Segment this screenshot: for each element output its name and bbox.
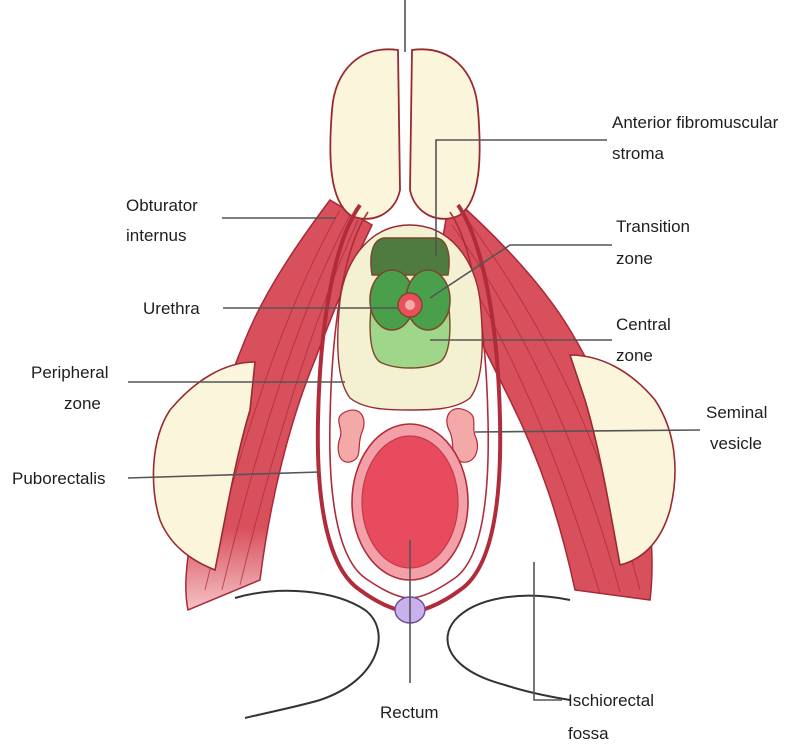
label-rectum: Rectum <box>380 703 439 722</box>
left-gluteal-curve <box>235 591 379 718</box>
left-seminal-vesicle <box>338 410 364 462</box>
label-urethra: Urethra <box>143 299 200 318</box>
label-central-zone: Central zone <box>616 315 676 365</box>
label-ischiorectal-fossa: Ischiorectal fossa <box>568 691 659 743</box>
label-seminal-vesicle: Seminal vesicle <box>706 403 772 453</box>
right-gluteal-curve <box>448 596 570 700</box>
right-top-fat-lobe <box>410 49 480 218</box>
label-peripheral-zone: Peripheral zone <box>31 363 113 413</box>
left-top-fat-lobe <box>330 49 400 218</box>
label-anterior-fibromuscular-stroma: Anterior fibromuscular stroma <box>612 113 783 163</box>
stroma-shape <box>371 238 449 275</box>
urethra-lumen <box>405 300 415 310</box>
label-obturator-internus: Obturator internus <box>126 196 203 245</box>
label-transition-zone: Transition zone <box>616 217 695 268</box>
label-puborectalis: Puborectalis <box>12 469 106 488</box>
leader-ischiorectal-fossa <box>534 562 562 700</box>
